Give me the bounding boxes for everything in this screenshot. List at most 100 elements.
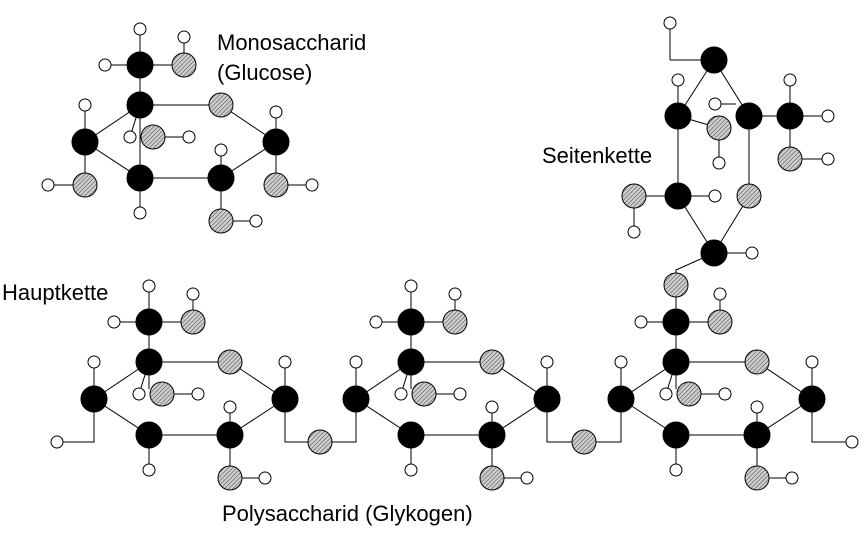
hydrogen-atom xyxy=(404,463,418,477)
carbon-atom xyxy=(662,421,690,449)
carbon-atom xyxy=(126,51,154,79)
hydrogen-atom xyxy=(448,287,462,301)
carbon-atom xyxy=(342,385,370,413)
carbon-atom xyxy=(478,421,506,449)
hydrogen-atom xyxy=(258,471,272,485)
hydrogen-atom xyxy=(132,387,146,401)
oxygen-atom xyxy=(149,381,175,407)
hydrogen-atom xyxy=(713,287,727,301)
hydrogen-atom xyxy=(520,471,534,485)
carbon-atom xyxy=(798,385,826,413)
hydrogen-atom xyxy=(182,130,196,144)
carbon-atom xyxy=(743,421,771,449)
hydrogen-atom xyxy=(669,463,683,477)
oxygen-atom xyxy=(706,115,732,141)
hydrogen-atom xyxy=(123,130,137,144)
hydrogen-atom xyxy=(708,97,722,111)
atoms-layer xyxy=(41,16,859,491)
hydrogen-atom xyxy=(278,355,292,369)
hydrogen-atom xyxy=(805,355,819,369)
carbon-atom xyxy=(207,164,235,192)
hydrogen-atom xyxy=(87,355,101,369)
oxygen-atom xyxy=(744,349,770,375)
carbon-atom xyxy=(397,348,425,376)
hydrogen-atom xyxy=(627,225,641,239)
hydrogen-atom xyxy=(223,400,237,414)
hydrogen-atom xyxy=(133,206,147,220)
carbon-atom xyxy=(662,348,690,376)
hydrogen-atom xyxy=(369,315,383,329)
oxygen-atom xyxy=(571,429,597,455)
chain-start-bond xyxy=(57,399,95,443)
oxygen-atom xyxy=(663,272,689,298)
carbon-atom xyxy=(135,308,163,336)
hydrogen-atom xyxy=(78,98,92,112)
carbon-atom xyxy=(135,421,163,449)
carbon-atom xyxy=(397,308,425,336)
oxygen-atom xyxy=(479,465,505,491)
hydrogen-atom xyxy=(305,178,319,192)
carbon-atom xyxy=(735,102,763,130)
hydrogen-atom xyxy=(453,387,467,401)
oxygen-atom xyxy=(744,465,770,491)
hydrogen-atom xyxy=(249,214,263,228)
hydrogen-atom xyxy=(845,435,859,449)
oxygen-atom xyxy=(777,146,803,172)
oxygen-atom xyxy=(217,465,243,491)
hydrogen-atom xyxy=(821,152,835,166)
hydrogen-atom xyxy=(98,58,112,72)
hydrogen-atom xyxy=(614,355,628,369)
label-polysaccharide: Polysaccharid (Glykogen) xyxy=(222,501,473,526)
carbon-atom xyxy=(80,385,108,413)
carbon-atom xyxy=(607,385,635,413)
hydrogen-atom xyxy=(785,471,799,485)
bonds-layer xyxy=(48,23,852,479)
oxygen-atom xyxy=(442,309,468,335)
hydrogen-atom xyxy=(41,178,55,192)
hydrogen-atom xyxy=(404,279,418,293)
oxygen-atom xyxy=(307,429,333,455)
hydrogen-atom xyxy=(186,287,200,301)
label-monosaccharide: Monosaccharid xyxy=(217,30,367,55)
label-glucose: (Glucose) xyxy=(217,60,313,85)
carbon-atom xyxy=(700,239,728,267)
carbon-atom xyxy=(776,102,804,130)
hydrogen-atom xyxy=(349,355,363,369)
carbon-atom xyxy=(662,308,690,336)
label-side-chain: Seitenkette xyxy=(542,143,653,168)
hydrogen-atom xyxy=(821,109,835,123)
hydrogen-atom xyxy=(269,105,283,119)
oxygen-atom xyxy=(707,309,733,335)
oxygen-atom xyxy=(208,92,234,118)
hydrogen-atom xyxy=(142,279,156,293)
hydrogen-atom xyxy=(50,435,64,449)
oxygen-atom xyxy=(140,124,166,150)
carbon-atom xyxy=(397,421,425,449)
carbon-atom xyxy=(271,385,299,413)
oxygen-atom xyxy=(180,309,206,335)
oxygen-atom xyxy=(621,183,647,209)
oxygen-atom xyxy=(72,172,98,198)
hydrogen-atom xyxy=(659,387,673,401)
carbon-atom xyxy=(71,128,99,156)
carbon-atom xyxy=(126,91,154,119)
carbon-atom xyxy=(126,164,154,192)
oxygen-atom xyxy=(217,349,243,375)
oxygen-atom xyxy=(208,208,234,234)
hydrogen-atom xyxy=(750,400,764,414)
hydrogen-atom xyxy=(708,189,722,203)
hydrogen-atom xyxy=(394,387,408,401)
carbon-atom xyxy=(216,421,244,449)
hydrogen-atom xyxy=(142,463,156,477)
label-main-chain: Hauptkette xyxy=(2,280,109,305)
hydrogen-atom xyxy=(663,16,677,30)
hydrogen-atom xyxy=(712,156,726,170)
carbon-atom xyxy=(262,128,290,156)
carbon-atom xyxy=(664,102,692,130)
hydrogen-atom xyxy=(214,143,228,157)
oxygen-atom xyxy=(171,52,197,78)
hydrogen-atom xyxy=(107,315,121,329)
oxygen-atom xyxy=(411,381,437,407)
oxygen-atom xyxy=(676,381,702,407)
